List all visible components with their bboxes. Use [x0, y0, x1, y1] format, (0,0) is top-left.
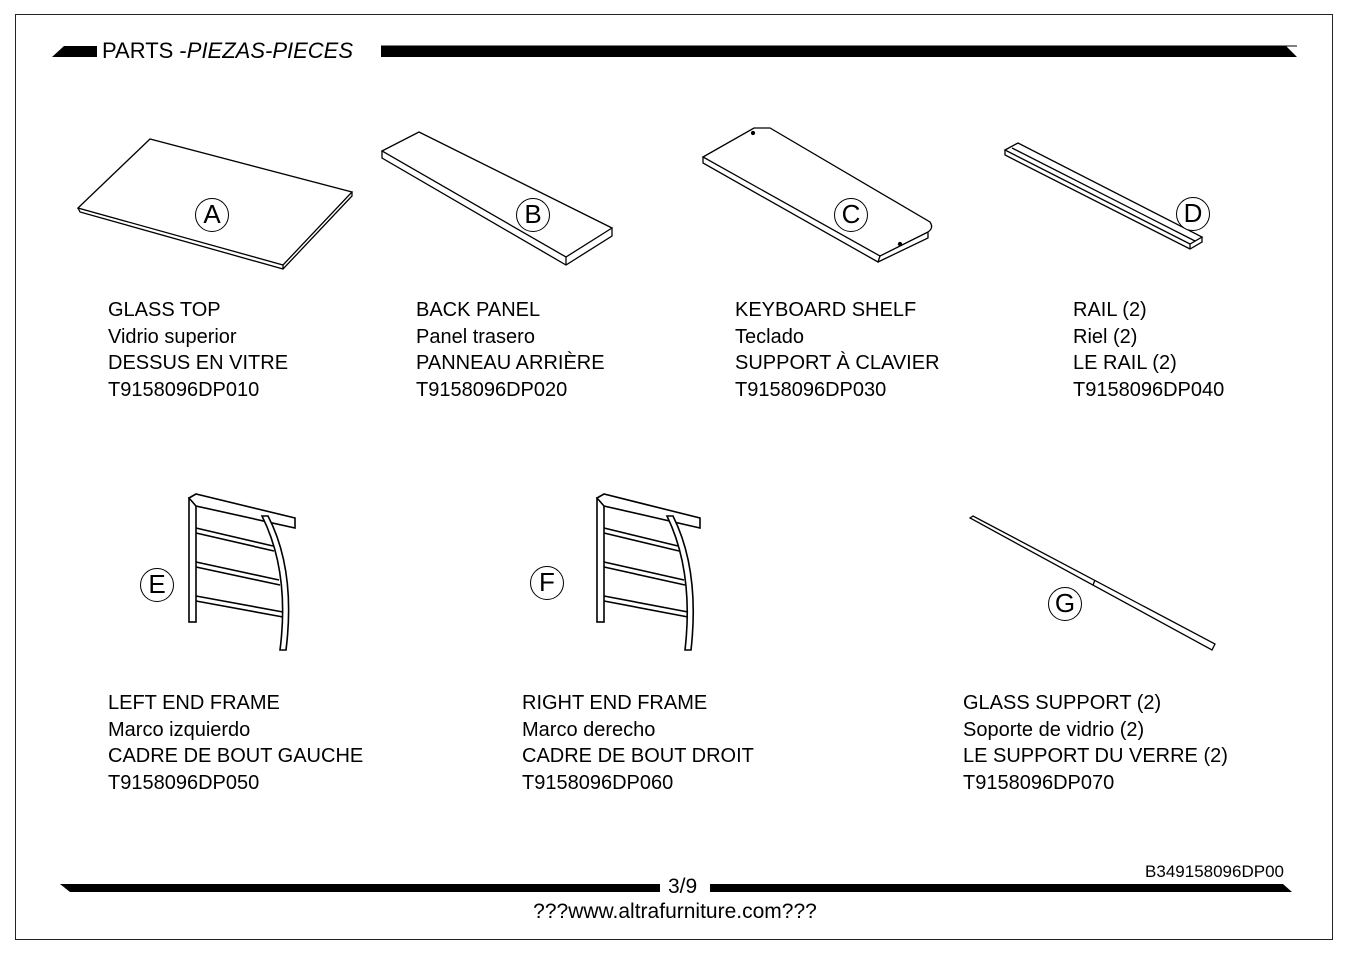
part-name-fr: PANNEAU ARRIÈRE: [416, 352, 605, 374]
part-code: T9158096DP010: [108, 378, 260, 401]
part-f-description: RIGHT END FRAME Marco derecho CADRE DE B…: [522, 690, 754, 796]
part-name-es: Riel (2): [1073, 325, 1138, 348]
part-name-es: Marco derecho: [522, 718, 656, 741]
header-bar-left: [52, 46, 97, 57]
website-link[interactable]: ???www.altrafurniture.com???: [533, 900, 817, 923]
part-code: T9158096DP060: [522, 771, 674, 794]
back-panel-drawing: [380, 131, 614, 266]
section-title: PARTS -PIEZAS-PIECES: [102, 38, 360, 64]
part-letter-c: C: [834, 198, 868, 232]
part-a-description: GLASS TOP Vidrio superior DESSUS EN VITR…: [108, 297, 288, 403]
glass-support-drawing: [968, 515, 1216, 651]
part-name-es: Vidrio superior: [108, 325, 237, 348]
part-name-es: Panel trasero: [416, 325, 535, 348]
title-prefix: PARTS -: [102, 38, 187, 63]
part-letter-g: G: [1048, 587, 1082, 621]
part-name-en: RIGHT END FRAME: [522, 692, 708, 714]
footer-bar-left: [60, 884, 660, 892]
part-letter-e: E: [140, 568, 174, 602]
part-name-es: Soporte de vidrio (2): [963, 718, 1145, 741]
part-code: T9158096DP050: [108, 771, 260, 794]
part-code: T9158096DP040: [1073, 378, 1225, 401]
part-code: T9158096DP020: [416, 378, 568, 401]
part-name-en: GLASS TOP: [108, 299, 221, 321]
part-name-en: RAIL (2): [1073, 299, 1147, 321]
part-name-fr: CADRE DE BOUT DROIT: [522, 745, 754, 767]
part-code: T9158096DP070: [963, 771, 1115, 794]
part-name-fr: LE SUPPORT DU VERRE (2): [963, 745, 1228, 767]
page-number: 3/9: [662, 875, 704, 899]
part-name-en: LEFT END FRAME: [108, 692, 280, 714]
part-name-en: GLASS SUPPORT (2): [963, 692, 1162, 714]
part-name-es: Marco izquierdo: [108, 718, 251, 741]
part-b-description: BACK PANEL Panel trasero PANNEAU ARRIÈRE…: [416, 297, 605, 403]
page-frame: [15, 14, 1333, 940]
part-letter-a: A: [195, 198, 229, 232]
part-d-description: RAIL (2) Riel (2) LE RAIL (2) T9158096DP…: [1073, 297, 1224, 403]
part-letter-d: D: [1176, 197, 1210, 231]
part-e-description: LEFT END FRAME Marco izquierdo CADRE DE …: [108, 690, 363, 796]
part-letter-b: B: [516, 198, 550, 232]
title-italic: PIEZAS-PIECES: [186, 38, 354, 63]
keyboard-shelf-drawing: [701, 127, 933, 263]
part-code: T9158096DP030: [735, 378, 887, 401]
rail-drawing: [1003, 142, 1204, 250]
footer-bar-right: [710, 884, 1292, 892]
right-end-frame-drawing: [595, 493, 701, 651]
document-code: B349158096DP00: [1145, 862, 1284, 881]
part-name-fr: LE RAIL (2): [1073, 352, 1177, 374]
part-c-description: KEYBOARD SHELF Teclado SUPPORT À CLAVIER…: [735, 297, 940, 403]
part-g-description: GLASS SUPPORT (2) Soporte de vidrio (2) …: [963, 690, 1228, 796]
left-end-frame-drawing: [187, 493, 296, 651]
part-name-en: BACK PANEL: [416, 299, 541, 321]
part-name-es: Teclado: [735, 325, 804, 348]
part-name-fr: CADRE DE BOUT GAUCHE: [108, 745, 364, 767]
part-name-fr: SUPPORT À CLAVIER: [735, 352, 940, 374]
header-bar-right: [381, 46, 1297, 57]
part-name-fr: DESSUS EN VITRE: [108, 352, 289, 374]
part-name-en: KEYBOARD SHELF: [735, 299, 917, 321]
part-letter-f: F: [530, 566, 564, 600]
